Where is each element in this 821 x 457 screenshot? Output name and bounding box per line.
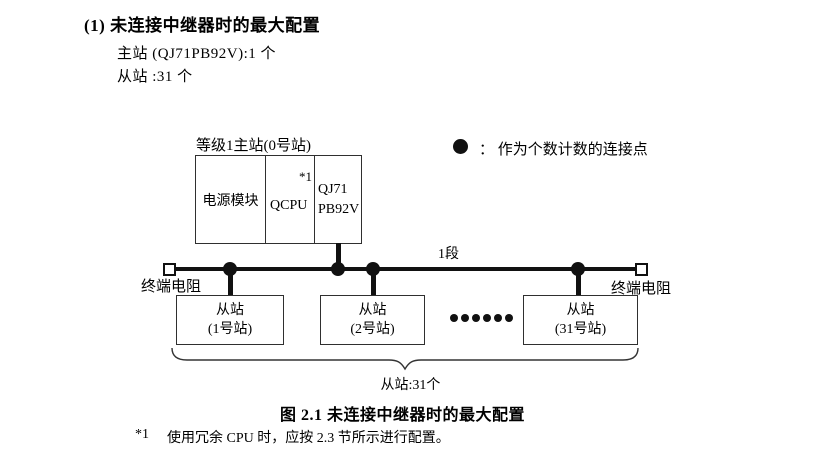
cpu-footnote-ref: *1 bbox=[299, 169, 312, 184]
master-count-line: 主站 (QJ71PB92V):1 个 bbox=[117, 46, 277, 62]
slave2-station-number: (2号站) bbox=[350, 322, 395, 337]
ellipsis-dots-icon bbox=[450, 314, 513, 322]
connection-point-slave31 bbox=[571, 262, 585, 276]
slave31-drop-line bbox=[576, 271, 581, 296]
master-station-box: 电源模块 *1 QCPU QJ71 PB92V bbox=[195, 155, 362, 244]
legend-connection-point-icon bbox=[453, 139, 468, 154]
footnote-marker: *1 bbox=[135, 427, 149, 442]
slave-station-2-box: 从站 (2号站) bbox=[320, 295, 425, 345]
connection-point-slave2 bbox=[366, 262, 380, 276]
cpu-module-cell: *1 QCPU bbox=[266, 156, 315, 243]
connection-point-slave1 bbox=[223, 262, 237, 276]
slave-group-brace bbox=[171, 347, 639, 371]
footnote-text: 使用冗余 CPU 时，应按 2.3 节所示进行配置。 bbox=[167, 431, 450, 446]
segment-label: 1段 bbox=[438, 247, 459, 262]
slave-count-line: 从站 :31 个 bbox=[117, 69, 193, 85]
terminating-resistor-left-label: 终端电阻 bbox=[141, 279, 202, 295]
slave-station-31-box: 从站 (31号站) bbox=[523, 295, 638, 345]
slave2-name: 从站 bbox=[358, 303, 387, 318]
slave-total-label: 从站:31个 bbox=[380, 378, 441, 393]
connection-point-master bbox=[331, 262, 345, 276]
cpu-module-label: QCPU bbox=[270, 198, 308, 213]
terminating-resistor-right-icon bbox=[635, 263, 648, 276]
figure-caption: 图 2.1 未连接中继器时的最大配置 bbox=[280, 407, 526, 424]
legend-text: ： 作为个数计数的连接点 bbox=[479, 142, 648, 158]
slave31-station-number: (31号站) bbox=[554, 322, 607, 337]
slave1-drop-line bbox=[228, 271, 233, 295]
slave1-name: 从站 bbox=[216, 303, 244, 318]
slave31-name: 从站 bbox=[566, 303, 595, 318]
section-heading: (1) 未连接中继器时的最大配置 bbox=[84, 16, 321, 35]
power-module-cell: 电源模块 bbox=[196, 156, 266, 243]
terminating-resistor-left-icon bbox=[163, 263, 176, 276]
bus-segment-line bbox=[176, 267, 635, 271]
master-drop-line bbox=[336, 243, 341, 268]
pb92v-module-cell: QJ71 PB92V bbox=[315, 156, 359, 243]
pb92v-label-line1: QJ71 bbox=[318, 181, 348, 197]
slave2-drop-line bbox=[371, 271, 376, 295]
slave1-station-number: (1号站) bbox=[207, 322, 253, 337]
terminating-resistor-right-label: 终端电阻 bbox=[611, 281, 672, 297]
pb92v-label-line2: PB92V bbox=[318, 201, 360, 217]
master-station-label: 等级1主站(0号站) bbox=[196, 138, 311, 154]
slave-station-1-box: 从站 (1号站) bbox=[176, 295, 284, 345]
